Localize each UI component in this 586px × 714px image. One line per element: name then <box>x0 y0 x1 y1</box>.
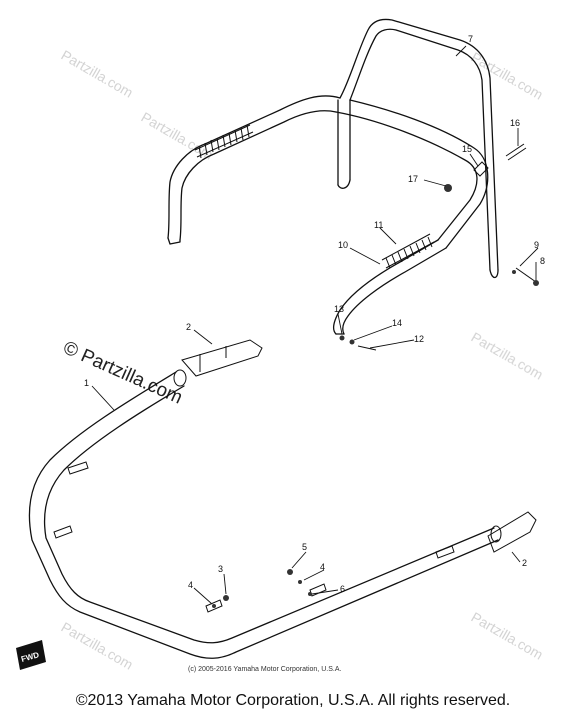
part-label-4: 4 <box>320 562 325 572</box>
part-label-10: 10 <box>338 240 348 250</box>
part-labels: 1 2 2 3 4 4 5 6 7 8 9 10 11 12 13 14 15 … <box>84 34 545 594</box>
leader-lines <box>91 45 539 605</box>
watermark-tile: Partzilla.com <box>139 109 216 163</box>
watermark-main: © Partzilla.com <box>60 337 186 408</box>
part-label-8: 8 <box>540 256 545 266</box>
part-label-17: 17 <box>408 174 418 184</box>
lower-bumper-assembly <box>28 339 537 659</box>
watermark-tile: Partzilla.com <box>59 619 136 673</box>
upper-rail-assembly <box>167 18 499 335</box>
part-label-3: 3 <box>218 564 223 574</box>
watermark-pattern: Partzilla.com Partzilla.com Partzilla.co… <box>59 47 546 673</box>
forward-direction-badge: FWD <box>16 640 46 670</box>
part-label-1: 1 <box>84 378 89 388</box>
watermark-tile: Partzilla.com <box>469 609 546 663</box>
part-label-2: 2 <box>522 558 527 568</box>
rail-hardware <box>339 335 377 351</box>
part-label-5: 5 <box>302 542 307 552</box>
part-label-11: 11 <box>374 220 383 230</box>
part-label-12: 12 <box>414 334 424 344</box>
part-label-2: 2 <box>186 322 191 332</box>
part-label-13: 13 <box>334 304 344 314</box>
watermark-tile: Partzilla.com <box>59 47 136 101</box>
part-label-9: 9 <box>534 240 539 250</box>
part-label-15: 15 <box>462 144 472 154</box>
part-label-7: 7 <box>468 34 473 44</box>
footer-copyright: ©2013 Yamaha Motor Corporation, U.S.A. A… <box>75 692 511 709</box>
part-label-16: 16 <box>510 118 520 128</box>
grip-wrap <box>194 124 254 159</box>
part-label-4: 4 <box>188 580 193 590</box>
watermark-tile: Partzilla.com <box>469 329 546 383</box>
grip-wrap <box>381 233 435 269</box>
diagram-copyright: (c) 2005-2016 Yamaha Motor Corporation, … <box>188 666 341 673</box>
part-label-14: 14 <box>392 318 402 328</box>
part-label-6: 6 <box>340 584 345 594</box>
watermark-tile: Partzilla.com <box>469 49 546 103</box>
